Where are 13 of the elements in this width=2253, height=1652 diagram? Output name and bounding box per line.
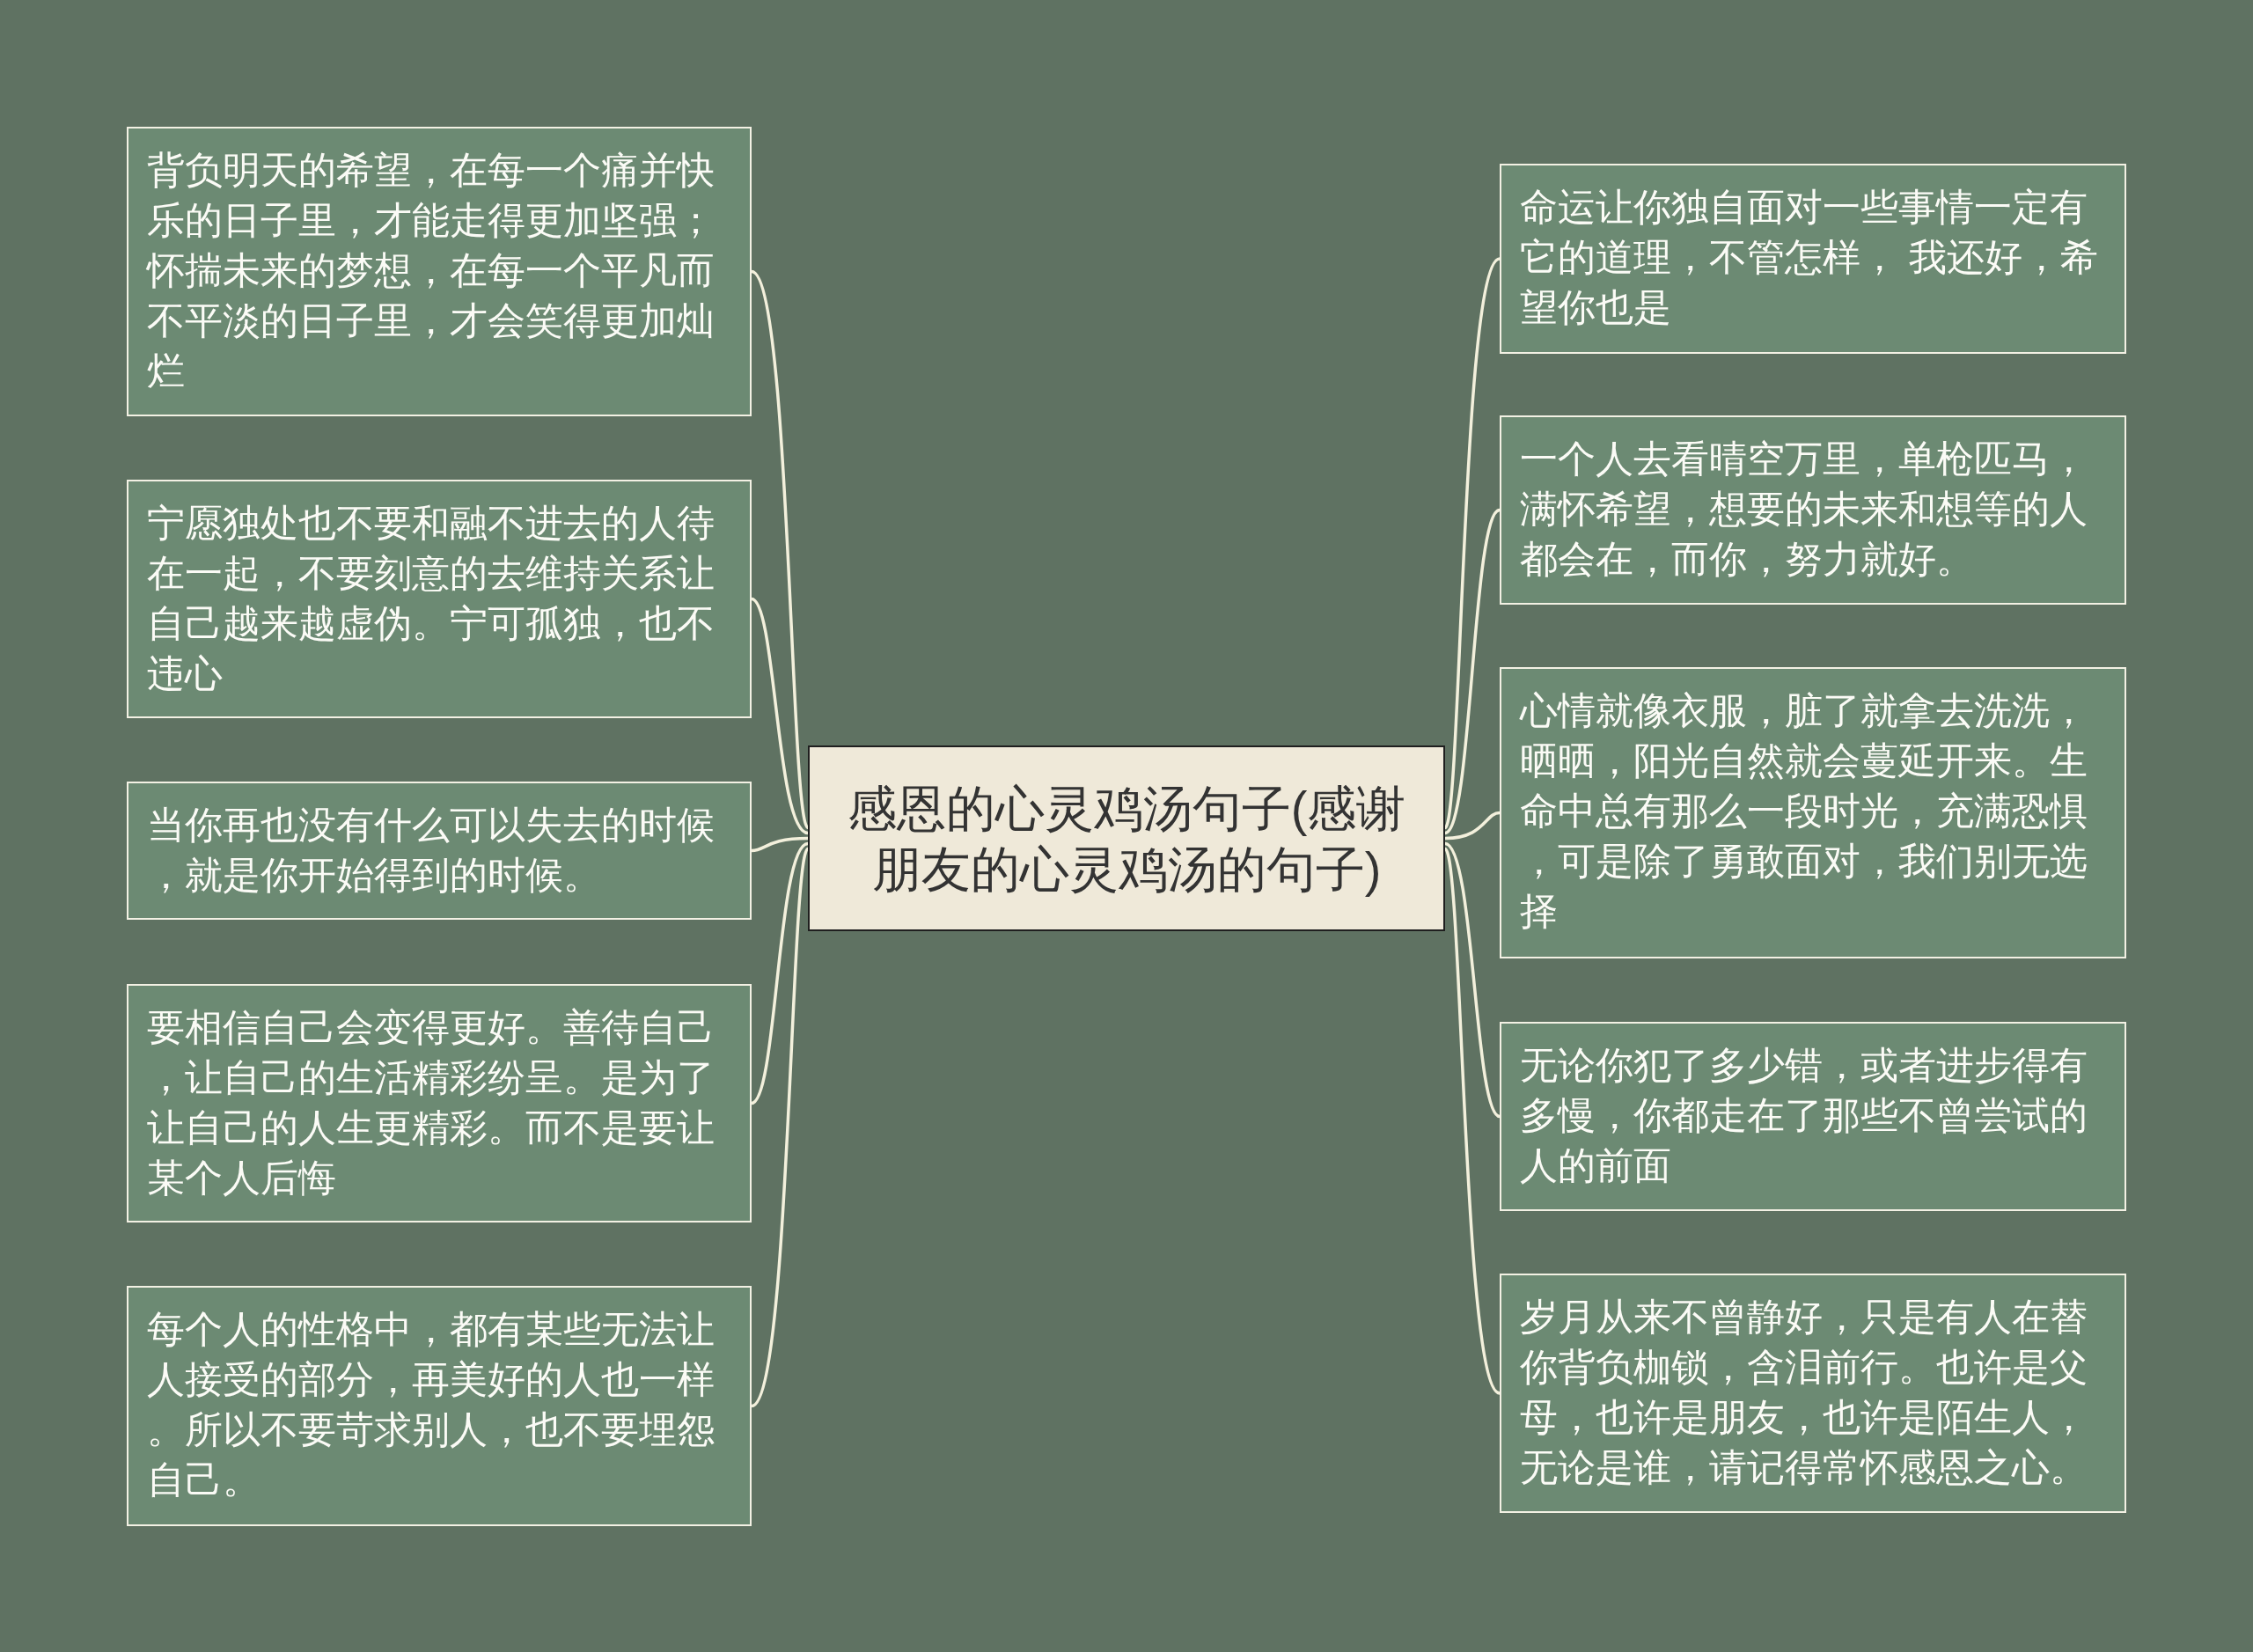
connector [751, 836, 809, 853]
note-box: 心情就像衣服，脏了就拿去洗洗，晒晒，阳光自然就会蔓延开来。生命中总有那么一段时光，充满恐惧，可是除了勇敢面对，我们别无选择 [1500, 667, 2126, 958]
note-box: 命运让你独自面对一些事情一定有它的道理，不管怎样， 我还好，希望你也是 [1500, 164, 2126, 354]
note-box: 当你再也没有什么可以失去的时候，就是你开始得到的时候。 [127, 782, 752, 920]
note-box: 背负明天的希望，在每一个痛并快乐的日子里，才能走得更加坚强；怀揣未来的梦想，在每一个平凡而不平淡的日子里，才会笑得更加灿烂 [127, 127, 752, 416]
topic-box: 感恩的心灵鸡汤句子(感谢朋友的心灵鸡汤的句子) [808, 745, 1445, 931]
note-box: 每个人的性格中，都有某些无法让人接受的部分，再美好的人也一样。所以不要苛求别人，也不要埋怨自己。 [127, 1286, 752, 1526]
connector [1444, 811, 1501, 841]
note-box: 要相信自己会变得更好。善待自己，让自己的生活精彩纷呈。是为了让自己的人生更精彩。而不是要让某个人后悔 [127, 984, 752, 1222]
note-box: 宁愿独处也不要和融不进去的人待在一起，不要刻意的去维持关系让自己越来越虚伪。宁可孤独，也不违心 [127, 480, 752, 718]
note-box: 一个人去看晴空万里，单枪匹马，满怀希望，想要的未来和想等的人都会在，而你，努力就好。 [1500, 415, 2126, 605]
note-box: 无论你犯了多少错，或者进步得有多慢，你都走在了那些不曾尝试的人的前面 [1500, 1022, 2126, 1211]
note-box: 岁月从来不曾静好，只是有人在替你背负枷锁，含泪前行。也许是父母，也许是朋友，也许是陌生人，无论是谁，请记得常怀感恩之心。 [1500, 1274, 2126, 1513]
